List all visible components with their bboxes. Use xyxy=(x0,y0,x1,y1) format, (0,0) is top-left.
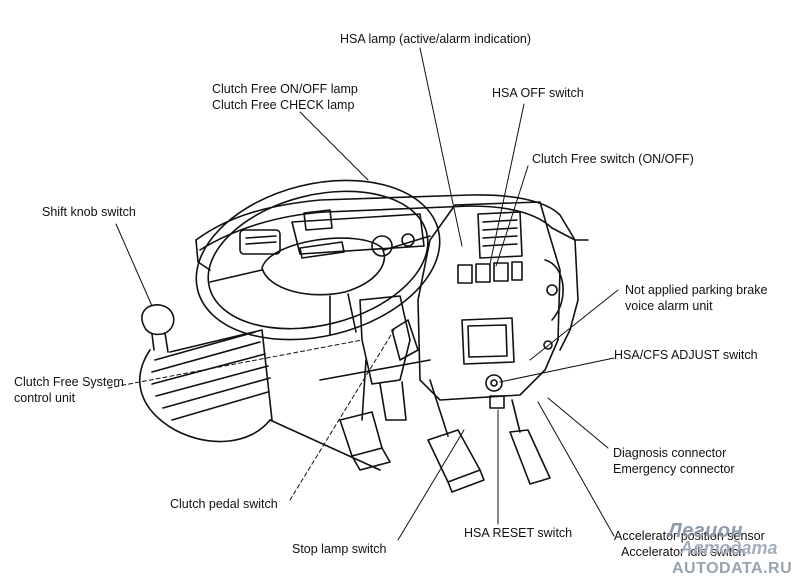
label-clutch-pedal-switch: Clutch pedal switch xyxy=(170,497,278,511)
label-hsa-off-switch: HSA OFF switch xyxy=(492,86,584,100)
leader-stop-lamp xyxy=(397,429,465,541)
label-parking-brake-line2: voice alarm unit xyxy=(625,299,713,313)
leader-hsa-cfs-adjust xyxy=(499,357,615,383)
label-clutch-free-check-lamp: Clutch Free CHECK lamp xyxy=(212,98,355,112)
label-hsa-cfs-adjust-switch: HSA/CFS ADJUST switch xyxy=(614,348,758,362)
center-console xyxy=(417,201,564,409)
label-cfs-control-unit: Clutch Free System control unit xyxy=(14,374,124,406)
leader-clutch-pedal xyxy=(289,329,395,501)
leader-parking-brake xyxy=(529,289,619,361)
label-clutch-free-lamps: Clutch Free ON/OFF lamp Clutch Free CHEC… xyxy=(212,81,358,113)
pedals xyxy=(269,359,551,493)
leader-shift-knob xyxy=(115,223,153,307)
steering-wheel xyxy=(195,179,441,341)
leader-cfs-control-unit xyxy=(107,339,363,389)
label-stop-lamp-switch: Stop lamp switch xyxy=(292,542,387,556)
steering-column xyxy=(359,295,419,421)
leader-hsa-lamp xyxy=(419,47,463,247)
label-cfs-control-unit-line1: Clutch Free System xyxy=(14,375,124,389)
label-connectors: Diagnosis connector Emergency connector xyxy=(613,445,735,477)
label-accelerator-position-sensor: Accelerator position sensor xyxy=(614,529,765,543)
label-cfs-control-unit-line2: control unit xyxy=(14,391,76,405)
dashboard xyxy=(195,194,589,351)
label-hsa-lamp: HSA lamp (active/alarm indication) xyxy=(340,32,532,46)
leader-clutch-free-switch xyxy=(495,165,529,267)
label-accelerator: Accelerator position sensor Accelerator … xyxy=(614,528,765,560)
leader-lines xyxy=(107,47,619,541)
label-clutch-free-switch: Clutch Free switch (ON/OFF) xyxy=(532,152,694,166)
label-parking-brake-line1: Not applied parking brake xyxy=(625,283,768,297)
label-accelerator-idle-switch: Accelerator idle switch xyxy=(621,545,746,559)
watermark-line3: AUTODATA.RU xyxy=(672,560,793,577)
label-emergency-connector: Emergency connector xyxy=(613,462,735,476)
label-diagnosis-connector: Diagnosis connector xyxy=(613,446,727,460)
label-clutch-free-on-off-lamp: Clutch Free ON/OFF lamp xyxy=(212,82,358,96)
leader-diagnosis xyxy=(547,397,609,449)
label-shift-knob-switch: Shift knob switch xyxy=(42,205,136,219)
watermark-logo: Легион Автодата AUTODATA.RU xyxy=(668,520,804,580)
label-hsa-reset-switch: HSA RESET switch xyxy=(464,526,573,540)
watermark-line1: Легион xyxy=(668,520,744,542)
label-parking-brake-alarm: Not applied parking brake voice alarm un… xyxy=(625,282,767,314)
watermark-line2: Автодата xyxy=(680,538,778,558)
leader-accelerator xyxy=(537,401,615,537)
shift-lever xyxy=(139,304,273,443)
leader-clutch-free-lamp xyxy=(299,111,369,181)
leader-hsa-off xyxy=(489,103,525,265)
